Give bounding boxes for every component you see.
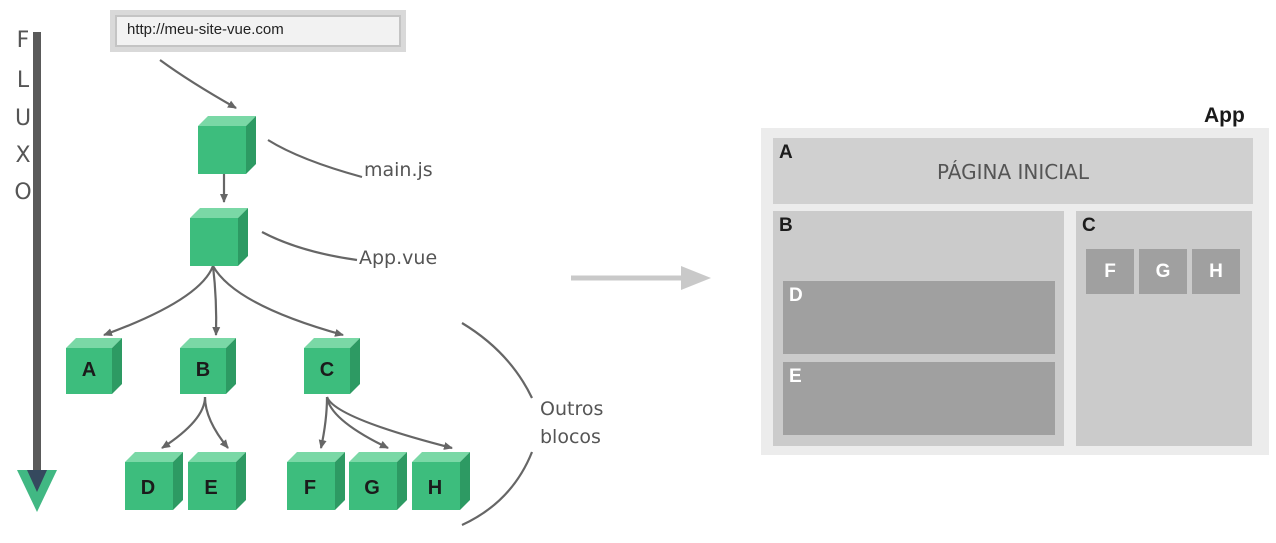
others-bracket-top	[461, 322, 533, 399]
block-h-cube	[412, 452, 470, 510]
flow-direction-arrow	[17, 32, 57, 512]
tree-connectors	[103, 59, 534, 526]
region-b-letter: B	[779, 215, 793, 236]
cube-group	[66, 116, 470, 510]
others-bracket-bottom	[461, 451, 534, 526]
region-a-title: PÁGINA INICIAL	[937, 160, 1089, 184]
app-callout-line	[261, 231, 358, 262]
main-js-label: main.js	[364, 159, 433, 181]
flow-letter: F	[16, 28, 30, 53]
url-bar[interactable]: http://meu-site-vue.com	[110, 10, 406, 52]
region-a-letter: A	[779, 142, 793, 163]
region-h: H	[1192, 249, 1240, 294]
others-label-line2: blocos	[540, 426, 601, 448]
region-e-letter: E	[789, 366, 802, 387]
c-to-g-arrow	[325, 396, 389, 449]
flow-letter: L	[16, 68, 30, 93]
block-d-cube	[125, 452, 183, 510]
block-b-cube	[180, 338, 236, 394]
flow-letter: O	[14, 180, 32, 205]
c-to-f-arrow	[318, 396, 329, 449]
transition-arrow	[571, 266, 711, 290]
block-g-cube	[349, 452, 407, 510]
region-e: E	[783, 362, 1055, 435]
app-to-c-arrow	[212, 265, 344, 337]
region-b: B D E	[773, 211, 1064, 446]
region-a: A PÁGINA INICIAL	[773, 138, 1253, 204]
region-g: G	[1139, 249, 1187, 294]
block-c-label: C	[319, 359, 335, 381]
block-a-label: A	[81, 359, 97, 381]
block-b-label: B	[195, 359, 211, 381]
block-c-cube	[304, 338, 360, 394]
block-e-cube	[188, 452, 246, 510]
block-g-label: G	[364, 477, 380, 499]
url-text: http://meu-site-vue.com	[115, 15, 401, 47]
app-vue-cube	[190, 208, 248, 266]
main-js-cube	[198, 116, 256, 174]
region-c: C F G H	[1076, 211, 1252, 446]
region-d-letter: D	[789, 285, 803, 306]
others-label-line1: Outros	[540, 398, 604, 420]
region-f: F	[1086, 249, 1134, 294]
block-f-label: F	[303, 477, 317, 499]
b-to-e-arrow	[203, 396, 229, 449]
app-to-b-arrow	[211, 265, 221, 336]
block-h-label: H	[427, 477, 443, 499]
flow-letter: U	[14, 106, 32, 131]
component-flow-diagram: F L U X O http://meu-site-vue.com A B C …	[14, 10, 604, 526]
main-callout-line	[267, 139, 363, 179]
block-f-cube	[287, 452, 345, 510]
block-d-label: D	[140, 477, 156, 499]
app-vue-label: App.vue	[359, 247, 438, 269]
app-to-a-arrow	[103, 265, 215, 337]
diagram-graphics	[17, 32, 534, 526]
region-d: D	[783, 281, 1055, 354]
app-frame: A PÁGINA INICIAL B D E C F G H	[761, 128, 1269, 455]
block-a-cube	[66, 338, 122, 394]
vue-logo-inner-icon	[27, 470, 47, 492]
c-to-h-arrow	[325, 396, 453, 450]
flow-letter: X	[15, 143, 31, 168]
app-title: App	[1204, 104, 1245, 127]
block-e-label: E	[204, 477, 218, 499]
url-to-main-arrow	[159, 59, 237, 109]
region-c-letter: C	[1082, 215, 1096, 236]
b-to-d-arrow	[161, 396, 207, 449]
